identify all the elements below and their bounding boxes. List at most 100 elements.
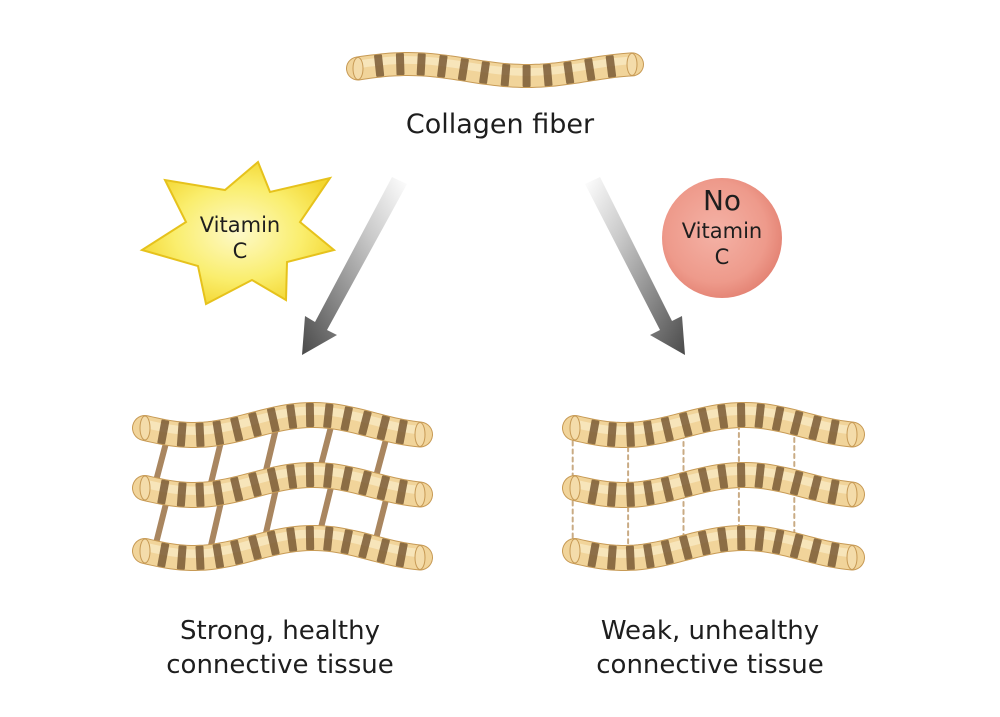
weak-tissue-caption: Weak, unhealthy connective tissue	[570, 614, 850, 682]
network-fiber-row	[562, 525, 865, 571]
fiber-band	[717, 527, 729, 552]
fiber-band	[266, 407, 280, 433]
fiber-band	[542, 63, 553, 87]
fiber-band	[607, 482, 617, 507]
fiber-band	[827, 479, 840, 505]
fiber-band	[437, 55, 448, 78]
fiber-band	[305, 462, 315, 488]
fiber-start-cap	[139, 475, 151, 501]
fiber-band	[376, 475, 390, 501]
fiber-highlight	[570, 529, 857, 558]
fiber-band	[230, 539, 244, 565]
fiber-band	[248, 412, 262, 437]
strong-tissue-caption: Strong, healthy connective tissue	[140, 614, 420, 682]
fiber-highlight	[570, 406, 857, 435]
fiber-band	[323, 463, 334, 489]
fiber-band	[660, 476, 674, 502]
network-fiber-row	[562, 402, 865, 448]
fiber-start-cap	[569, 415, 581, 441]
fiber-band	[789, 533, 804, 559]
fiber-band	[737, 462, 746, 488]
vitamin-c-star-line1: Vitamin	[199, 213, 281, 237]
fiber-band	[737, 525, 746, 551]
fiber-start-cap	[139, 538, 151, 564]
fiber-band	[625, 482, 635, 507]
fiber-band	[679, 472, 693, 497]
fiber-band	[230, 416, 244, 442]
fiber-band	[827, 542, 840, 568]
top-fiber-strand	[346, 52, 644, 88]
fiber-band	[607, 422, 617, 447]
fiber-band	[717, 464, 729, 489]
fiber-band	[157, 479, 170, 505]
fiber-band	[230, 476, 244, 502]
collagen-fiber-single	[346, 52, 644, 88]
fiber-band	[340, 529, 353, 555]
fiber-band	[587, 419, 600, 445]
fiber-band	[660, 539, 674, 565]
fiber-band	[395, 419, 408, 445]
left-arrow	[302, 177, 407, 355]
fiber-band	[679, 412, 693, 437]
fiber-band	[286, 527, 298, 552]
fiber-band	[195, 422, 205, 447]
strong-caption-line1: Strong, healthy	[180, 616, 380, 646]
fiber-end-cap	[414, 422, 426, 447]
fiber-start-cap	[569, 475, 581, 501]
network-fiber-row	[132, 402, 433, 448]
fiber-band	[195, 545, 205, 570]
strong-collagen-network	[132, 402, 433, 571]
network-fiber-row	[562, 462, 865, 508]
fiber-band	[376, 415, 390, 441]
fiber-band	[808, 415, 822, 441]
fiber-band	[416, 53, 426, 76]
fiber-band	[248, 535, 262, 560]
fiber-band	[625, 545, 635, 570]
fiber-band	[660, 416, 674, 442]
fiber-band	[323, 403, 334, 429]
fiber-band	[212, 480, 225, 506]
network-fiber-row	[132, 525, 433, 571]
fiber-band	[717, 404, 729, 429]
fiber-band	[195, 482, 205, 507]
fiber-band	[754, 526, 765, 552]
fiber-band	[808, 538, 822, 564]
fiber-band	[563, 61, 575, 85]
fiber-band	[737, 402, 746, 428]
weak-caption-line1: Weak, unhealthy	[600, 616, 820, 646]
fiber-band	[358, 533, 372, 559]
fiber-band	[587, 542, 600, 568]
fiber-end-cap	[846, 422, 858, 447]
no-vitamin-c-line3: C	[714, 245, 730, 269]
fiber-band	[697, 407, 711, 433]
fiber-start-cap	[569, 538, 581, 564]
network-fiber-row	[132, 462, 433, 508]
fiber-band	[522, 65, 531, 87]
fiber-band	[587, 479, 600, 505]
fiber-band	[643, 420, 655, 446]
fiber-band	[771, 529, 785, 555]
fiber-band	[605, 55, 617, 78]
fiber-end-cap	[414, 482, 426, 507]
no-vitamin-c-line1: No	[702, 184, 742, 217]
fiber-band	[176, 545, 187, 570]
fiber-band	[754, 463, 765, 489]
fiber-band	[584, 58, 596, 81]
no-vitamin-c-line2: Vitamin	[681, 219, 763, 243]
fiber-band	[771, 406, 785, 432]
fiber-band	[248, 472, 262, 497]
fiber-highlight	[140, 529, 425, 558]
fiber-band	[500, 63, 511, 87]
fiber-start-cap	[139, 415, 151, 441]
fiber-band	[286, 464, 298, 489]
right-arrow	[585, 177, 685, 355]
fiber-band	[395, 53, 405, 76]
fiber-band	[395, 542, 408, 568]
fiber-band	[266, 467, 280, 493]
fiber-band	[374, 54, 385, 77]
fiber-band	[697, 467, 711, 493]
fiber-band	[457, 58, 469, 81]
fiber-band	[340, 466, 353, 492]
fiber-band	[479, 61, 490, 84]
